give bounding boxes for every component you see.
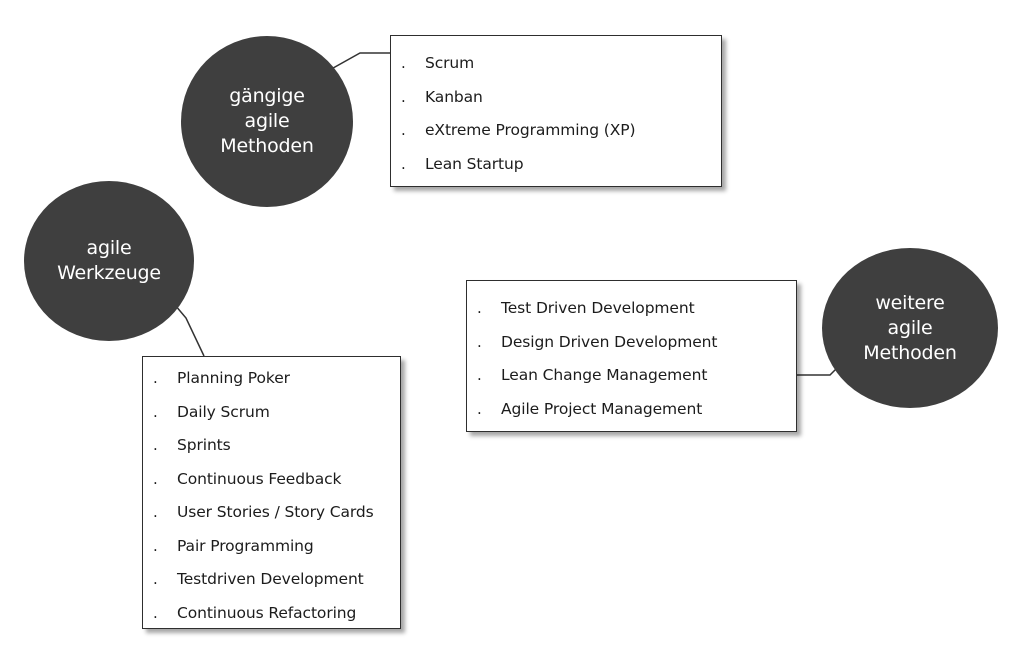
list-item-label: Scrum xyxy=(425,54,475,72)
connector-methods xyxy=(325,52,390,73)
further-method-list: . Test Driven Development . Design Driven … xyxy=(477,295,796,429)
bubble-label-line: agile xyxy=(887,316,933,339)
bubble-agile-tools: agile Werkzeuge xyxy=(24,181,194,341)
bubble-label-line: agile xyxy=(244,110,290,132)
list-box-common-agile-methods: . Scrum . Kanban . eXtreme Programming (XP)… xyxy=(390,35,722,187)
list-item-label: Daily Scrum xyxy=(177,402,270,421)
bubble-common-agile-methods: gängige agile Methoden xyxy=(181,36,353,207)
list-item-label: Continuous Feedback xyxy=(177,469,342,488)
method-list: . Scrum . Kanban . eXtreme Programming (XP)… xyxy=(401,50,721,184)
bubble-label-line: Methoden xyxy=(220,135,314,157)
list-box-agile-tools: . Planning Poker . Daily Scrum . Sprints . C… xyxy=(142,356,401,629)
list-item: . Test Driven Development xyxy=(477,295,796,329)
list-item-label: Sprints xyxy=(177,436,231,454)
list-item-label: Lean Startup xyxy=(425,154,524,173)
bubble-label: gängige agile Methoden xyxy=(220,84,314,159)
list-item: . Lean Change Management xyxy=(477,362,796,396)
list-item-label: User Stories / Story Cards xyxy=(177,503,374,521)
bullet-icon: . xyxy=(477,299,482,317)
bullet-icon: . xyxy=(153,570,158,588)
bubble-label-line: weitere xyxy=(875,291,945,314)
list-item-label: Agile Project Management xyxy=(501,399,703,418)
bubble-label-line: agile xyxy=(86,237,132,259)
list-item-label: Test Driven Development xyxy=(501,299,695,317)
list-item: . Lean Startup xyxy=(401,151,721,185)
bullet-icon: . xyxy=(153,469,158,488)
list-item-label: eXtreme Programming (XP) xyxy=(425,121,636,139)
tool-list: . Planning Poker . Daily Scrum . Sprints . C… xyxy=(153,365,400,633)
list-item: . Planning Poker xyxy=(153,365,400,399)
bullet-icon: . xyxy=(401,121,406,139)
bubble-further-agile-methods: weitere agile Methoden xyxy=(822,248,998,408)
list-item-label: Lean Change Management xyxy=(501,366,708,384)
bullet-icon: . xyxy=(401,87,406,106)
list-item: . Design Driven Development xyxy=(477,329,796,363)
connector-tools xyxy=(174,304,205,357)
list-item: . eXtreme Programming (XP) xyxy=(401,117,721,151)
list-item-label: Pair Programming xyxy=(177,536,314,555)
bullet-icon: . xyxy=(153,503,158,521)
list-item: . Agile Project Management xyxy=(477,396,796,430)
bullet-icon: . xyxy=(153,369,158,387)
list-item: . Continuous Refactoring xyxy=(153,600,400,634)
list-item: . User Stories / Story Cards xyxy=(153,499,400,533)
list-item-label: Planning Poker xyxy=(177,369,290,387)
bullet-icon: . xyxy=(153,536,158,555)
list-box-further-agile-methods: . Test Driven Development . Design Driven … xyxy=(466,280,797,432)
bullet-icon: . xyxy=(153,436,158,454)
list-item-label: Kanban xyxy=(425,87,483,106)
bullet-icon: . xyxy=(401,54,406,72)
bubble-label-line: Werkzeuge xyxy=(57,262,161,284)
bullet-icon: . xyxy=(477,332,482,351)
bubble-label-line: Methoden xyxy=(863,341,957,364)
list-item: . Continuous Feedback xyxy=(153,466,400,500)
list-item: . Testdriven Development xyxy=(153,566,400,600)
bullet-icon: . xyxy=(153,402,158,421)
bullet-icon: . xyxy=(401,154,406,173)
bullet-icon: . xyxy=(477,366,482,384)
list-item-label: Testdriven Development xyxy=(177,570,364,588)
list-item: . Kanban xyxy=(401,84,721,118)
bullet-icon: . xyxy=(153,603,158,622)
list-item: . Pair Programming xyxy=(153,533,400,567)
list-item-label: Design Driven Development xyxy=(501,332,718,351)
list-item: . Scrum xyxy=(401,50,721,84)
bubble-label-line: gängige xyxy=(229,85,305,107)
list-item-label: Continuous Refactoring xyxy=(177,603,357,622)
list-item: . Daily Scrum xyxy=(153,399,400,433)
list-item: . Sprints xyxy=(153,432,400,466)
bubble-label: weitere agile Methoden xyxy=(863,291,957,366)
bullet-icon: . xyxy=(477,399,482,418)
bubble-label: agile Werkzeuge xyxy=(57,236,161,286)
